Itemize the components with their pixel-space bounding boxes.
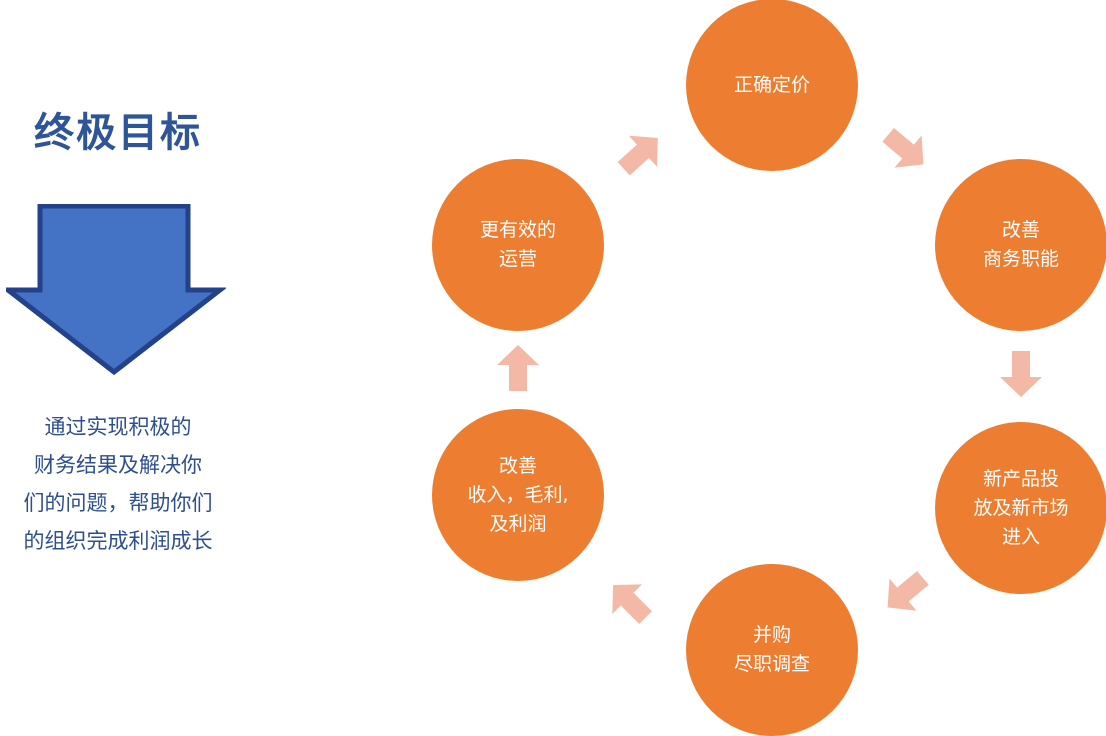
description-line: 通过实现积极的 [44,415,192,439]
node-label: 改善 [498,454,537,477]
cycle-arrow-icon [497,345,539,391]
node-label: 新产品投 [982,467,1059,490]
description-line: 们的问题，帮助你们 [23,491,213,515]
description-line: 财务结果及解决你 [34,453,202,477]
node-label: 运营 [498,248,537,270]
cycle-node-mna: 并购 尽职调查 [686,564,858,736]
cycle-node-new-product: 新产品投 放及新市场 进入 [935,422,1106,594]
node-label: 进入 [1001,525,1040,548]
goal-description: 通过实现积极的 财务结果及解决你 们的问题，帮助你们 的组织完成利润成长 [0,408,236,560]
cycle-arrow-icon [882,127,924,168]
node-label: 更有效的 [479,219,556,241]
cycle-arrow-icon [887,570,929,611]
node-label: 正确定价 [733,73,810,96]
cycle-node-operations: 更有效的 运营 [432,159,604,331]
down-arrow-icon [6,204,226,376]
cycle-node-revenue: 改善 收入，毛利, 及利润 [432,409,604,581]
cycle-node-commercial: 改善 商务职能 [935,159,1106,331]
node-label: 商务职能 [982,248,1059,270]
goal-title: 终极目标 [34,110,202,156]
node-label: 收入，毛利, [467,483,569,506]
description-line: 的组织完成利润成长 [23,529,213,553]
node-label: 放及新市场 [973,496,1069,519]
cycle-node-pricing: 正确定价 [686,0,858,171]
node-label: 并购 [752,624,791,646]
node-label: 改善 [1001,219,1040,241]
node-label: 及利润 [489,512,547,535]
cycle-arrow-icon [1000,351,1042,397]
cycle-arrow-icon [617,135,658,176]
node-label: 尽职调查 [733,653,810,675]
cycle-arrow-icon [612,584,652,624]
